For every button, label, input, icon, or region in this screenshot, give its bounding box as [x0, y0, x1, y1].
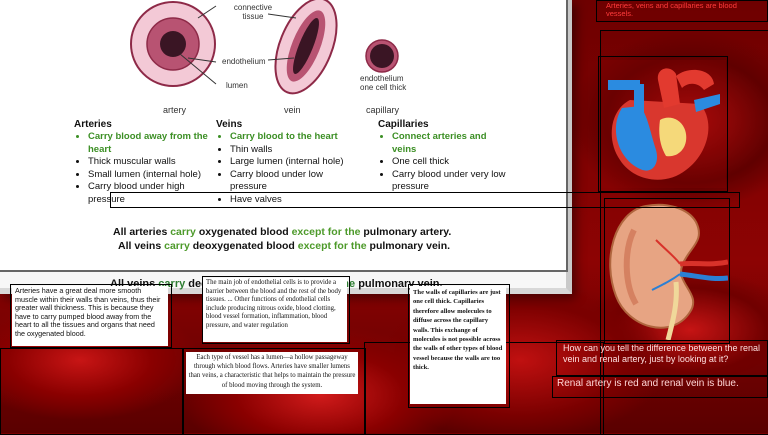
lumen-label: lumen	[226, 81, 248, 90]
capillary-walls-note: The walls of capillaries are just one ce…	[410, 286, 506, 404]
endothelial-cells-note: The main job of endothelial cells is to …	[203, 278, 347, 342]
outline-box	[10, 284, 172, 348]
veins-list: Carry blood to the heart Thin walls Larg…	[218, 131, 360, 207]
list-item: Thick muscular walls	[88, 156, 208, 169]
list-item: Small lumen (internal hole)	[88, 169, 208, 182]
list-item: Carry blood under low pressure	[230, 169, 360, 194]
list-item: Carry blood away from the heart	[88, 131, 208, 156]
outline-box	[408, 284, 510, 408]
renal-answer: Renal artery is red and renal vein is bl…	[557, 378, 739, 389]
outline-box	[0, 348, 184, 435]
list-item: Carry blood to the heart	[230, 131, 360, 144]
list-item: Carry blood under high pressure	[88, 181, 208, 206]
vein-title: vein	[284, 105, 301, 115]
capillary-title: capillary	[366, 105, 400, 115]
outline-box	[598, 56, 728, 192]
veins-summary: All veins carry deoxygenated blood excep…	[118, 240, 451, 252]
outline-box	[600, 30, 768, 435]
heart-image	[600, 60, 726, 188]
list-item: Carry blood under very low pressure	[392, 169, 510, 194]
endothelium-label: endothelium	[222, 57, 266, 66]
kidney-image	[609, 203, 728, 340]
connective-tissue-label: connective tissue	[233, 3, 273, 21]
arteries-list: Carry blood away from the heart Thick mu…	[76, 131, 208, 207]
outline-box	[110, 192, 740, 208]
lumen-note: Each type of vessel has a lumen—a hollow…	[186, 352, 358, 394]
blood-vessels-header-note: Arteries, veins and capillaries are bloo…	[606, 1, 737, 18]
outline-box	[202, 276, 350, 344]
capillaries-heading: Capillaries	[378, 119, 429, 130]
outline-box	[604, 198, 730, 344]
list-item: Large lumen (internal hole)	[230, 156, 360, 169]
artery-wall-note: Arteries have a great deal more smooth m…	[12, 286, 168, 346]
arteries-heading: Arteries	[74, 119, 112, 130]
capillaries-list: Connect arteries and veins One cell thic…	[380, 131, 510, 194]
list-item: Have valves	[230, 194, 360, 207]
veins-heading: Veins	[216, 119, 243, 130]
arteries-summary: All arteries carry oxygenated blood exce…	[113, 226, 452, 238]
renal-question: How can you tell the difference between …	[563, 343, 760, 364]
list-item: Connect arteries and veins	[392, 131, 510, 156]
list-item: Thin walls	[230, 144, 360, 157]
list-item: One cell thick	[392, 156, 510, 169]
capillary-diagram	[365, 39, 399, 73]
blood-vessels-slide: connective tissue endothelium lumen endo…	[0, 0, 568, 272]
vein-diagram	[268, 0, 338, 95]
artery-diagram	[130, 1, 217, 87]
capillary-endothelium-label: endothelium one cell thick	[360, 74, 407, 92]
artery-title: artery	[163, 105, 187, 115]
